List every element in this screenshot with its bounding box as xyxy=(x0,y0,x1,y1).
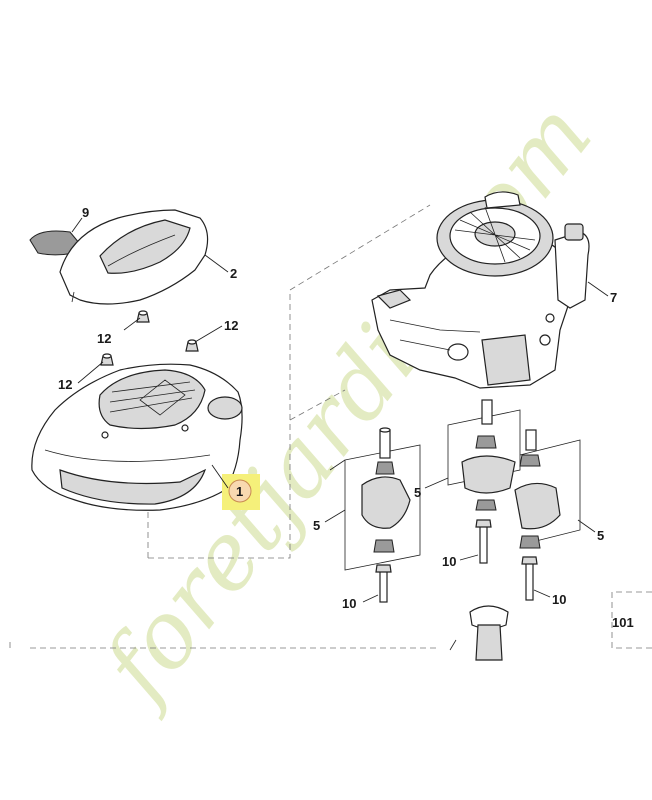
part-101-box xyxy=(611,591,652,649)
callout-5-b: 5 xyxy=(313,518,320,533)
nut-12-c xyxy=(100,353,114,366)
callout-10-c: 10 xyxy=(552,592,566,607)
callout-2: 2 xyxy=(230,266,237,281)
part-1-engine-hood xyxy=(31,363,243,511)
callout-10-a: 10 xyxy=(442,554,456,569)
callout-5-a: 5 xyxy=(414,485,421,500)
blade-adapter-left xyxy=(329,427,421,603)
part-2-top-cover xyxy=(59,209,209,305)
blade-adapter-right xyxy=(447,399,581,601)
callout-1: 1 xyxy=(236,484,243,499)
nut-12-a xyxy=(136,310,150,323)
callout-12-a: 12 xyxy=(97,331,111,346)
callout-circle-1 xyxy=(228,479,252,503)
callout-12-b: 12 xyxy=(224,318,238,333)
callout-101: 101 xyxy=(612,615,634,630)
part-7-engine xyxy=(371,191,590,389)
callout-7: 7 xyxy=(610,290,617,305)
callout-12-c: 12 xyxy=(58,377,72,392)
callout-5-c: 5 xyxy=(597,528,604,543)
drive-hub xyxy=(449,605,509,661)
leader-lines xyxy=(71,217,609,603)
callout-9: 9 xyxy=(82,205,89,220)
callout-labels: 9 2 12 12 12 1 7 5 5 5 10 10 10 101 xyxy=(58,205,634,630)
callout-10-b: 10 xyxy=(342,596,356,611)
nut-12-b xyxy=(185,339,199,352)
